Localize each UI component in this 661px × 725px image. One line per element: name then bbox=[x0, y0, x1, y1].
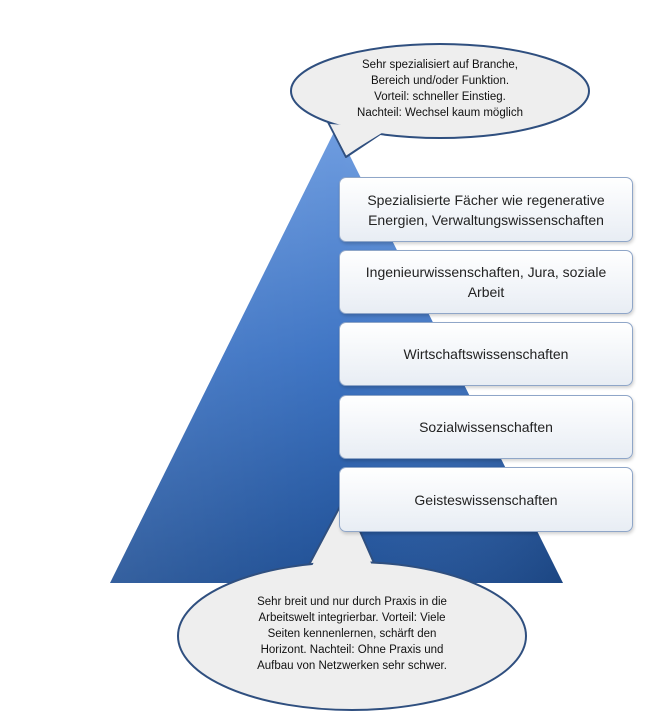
level-label: Wirtschaftswissenschaften bbox=[403, 346, 569, 362]
level-box-engineering: Ingenieurwissenschaften, Jura, soziale A… bbox=[339, 250, 633, 314]
bottom-bubble-line: Sehr breit und nur durch Praxis in die bbox=[257, 596, 447, 608]
bottom-bubble-line: Horizont. Nachteil: Ohne Praxis und bbox=[260, 644, 444, 656]
bottom-bubble-line: Seiten kennenlernen, schärft den bbox=[267, 628, 437, 640]
level-label: Ingenieurwissenschaften, Jura, soziale A… bbox=[365, 264, 607, 300]
bottom-speech-bubble bbox=[177, 496, 527, 711]
level-box-specialized: Spezialisierte Fächer wie regenerative E… bbox=[339, 177, 633, 242]
level-label: Spezialisierte Fächer wie regenerative E… bbox=[367, 191, 605, 228]
level-box-social-sciences: Sozialwissenschaften bbox=[339, 395, 633, 459]
bottom-bubble-line: Aufbau von Netzwerken sehr schwer. bbox=[257, 660, 447, 672]
level-label: Sozialwissenschaften bbox=[419, 419, 553, 435]
level-box-humanities: Geisteswissenschaften bbox=[339, 467, 633, 532]
level-label: Geisteswissenschaften bbox=[414, 491, 558, 508]
bottom-bubble-text: Sehr breit und nur durch Praxis in die A… bbox=[202, 594, 502, 674]
top-bubble-line: Vorteil: schneller Einstieg. bbox=[374, 91, 506, 103]
top-speech-bubble bbox=[290, 43, 590, 158]
level-box-economics: Wirtschaftswissenschaften bbox=[339, 322, 633, 386]
top-bubble-line: Nachteil: Wechsel kaum möglich bbox=[357, 107, 523, 119]
top-bubble-line: Bereich und/oder Funktion. bbox=[370, 75, 510, 87]
bottom-bubble-line: Arbeitswelt integrierbar. Vorteil: Viele bbox=[258, 612, 446, 624]
top-bubble-text: Sehr spezialisiert auf Branche, Bereich … bbox=[300, 57, 580, 121]
top-bubble-line: Sehr spezialisiert auf Branche, bbox=[362, 59, 518, 71]
